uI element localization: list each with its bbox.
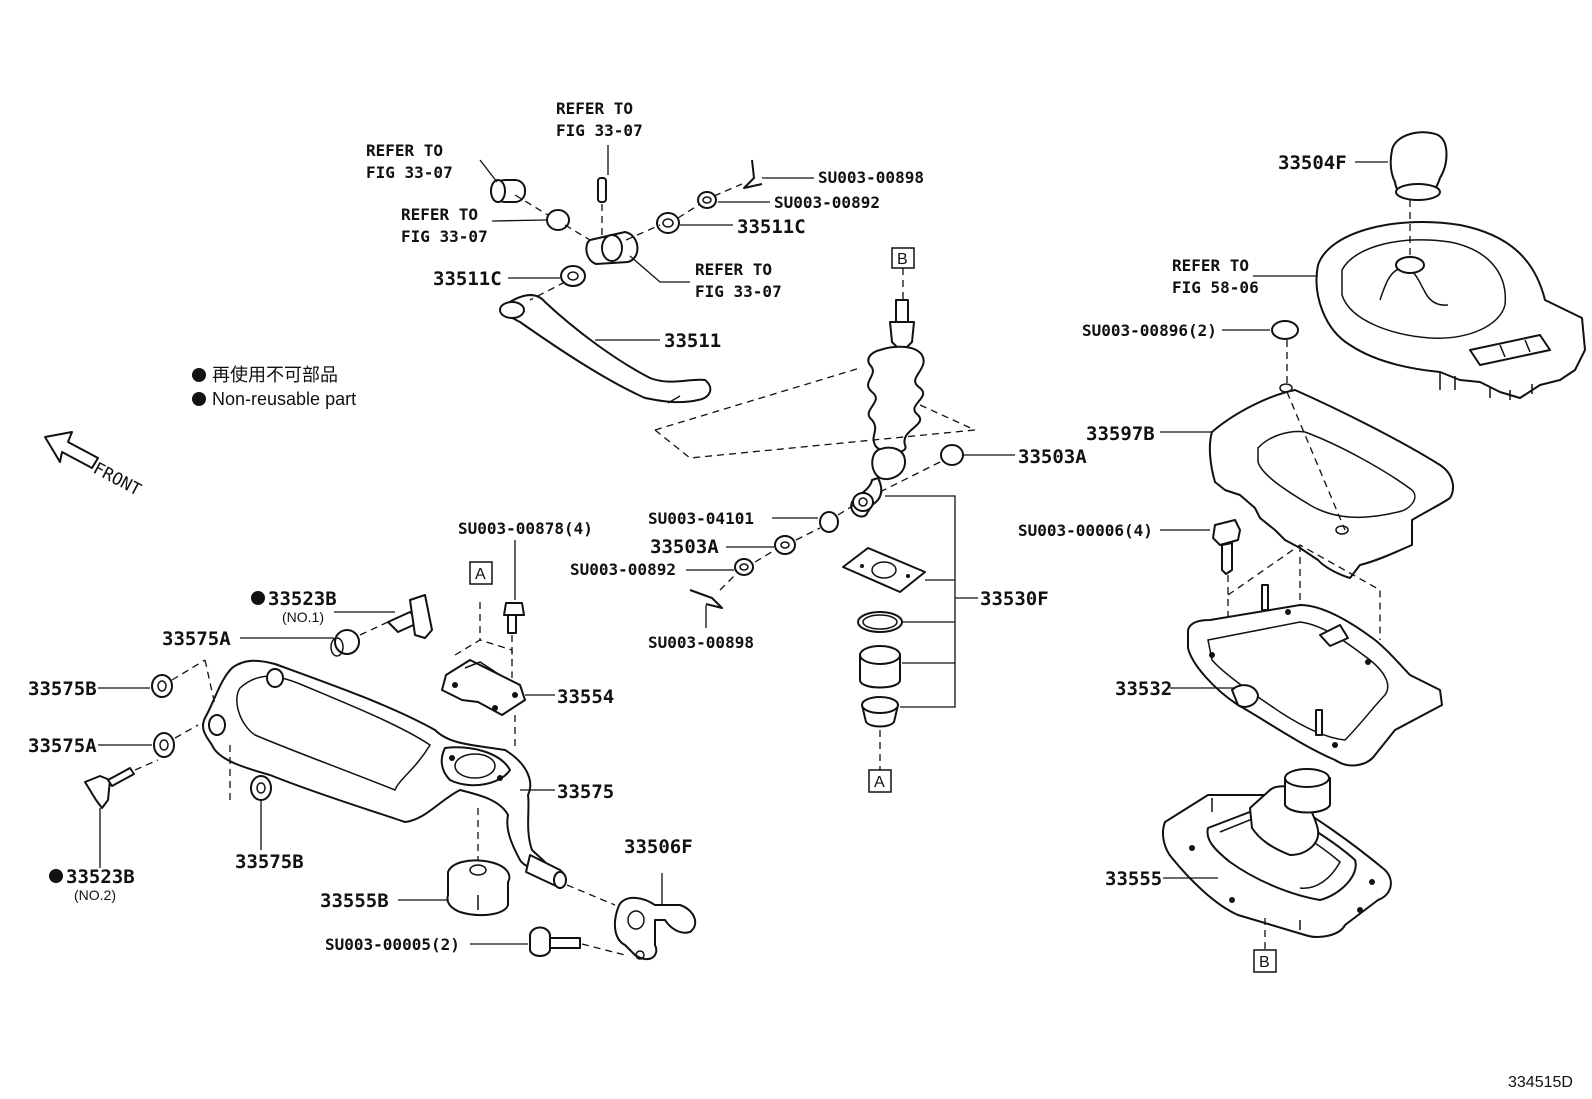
part-label-su00898-mid: SU003-00898 (648, 633, 754, 652)
marker-b-bottom-label: B (1259, 954, 1270, 971)
part-label-33523B-top: 33523B (268, 588, 337, 610)
part-label-su00896: SU003-00896(2) (1082, 321, 1217, 340)
part-label-33575: 33575 (557, 781, 614, 803)
ref-label-c1: REFER TO (695, 260, 772, 279)
screw-00006 (1212, 519, 1241, 546)
bracket-33554 (441, 659, 526, 716)
pin-00898-mid (689, 589, 723, 609)
part-label-33503A-right: 33503A (1018, 446, 1087, 468)
marker-b-top-label: B (897, 251, 908, 268)
legend-ja: 再使用不可部品 (212, 365, 338, 385)
non-reusable-dot (192, 392, 206, 406)
shift-rod-33511 (502, 294, 712, 404)
part-label-su04101: SU003-04101 (648, 509, 754, 528)
marker-a-mid (868, 769, 892, 793)
part-label-33530F: 33530F (980, 588, 1049, 610)
part-label-33555: 33555 (1105, 868, 1162, 890)
frame-33532 (1187, 604, 1443, 767)
part-label-33554: 33554 (557, 686, 614, 708)
part-label-33511C-right: 33511C (737, 216, 806, 238)
front-arrow: FRONT (44, 431, 145, 501)
lever-tip (895, 299, 909, 323)
housing-group: A (84, 540, 697, 961)
part-label-33523B-bottom-sub: (NO.2) (74, 887, 116, 903)
bushing-33575A-top (334, 629, 360, 655)
part-label-su00892-mid: SU003-00892 (570, 560, 676, 579)
ref-label-b1: REFER TO (401, 205, 478, 224)
part-label-33504F: 33504F (1278, 152, 1347, 174)
shift-linkage-group (479, 145, 814, 404)
ref-label-5806-2: FIG 58-06 (1172, 278, 1259, 297)
gasket-plate (842, 547, 926, 593)
pin-00898 (743, 159, 763, 189)
marker-a-mid-label: A (874, 774, 885, 791)
non-reusable-dot (192, 368, 206, 382)
part-label-33523B-bottom: 33523B (66, 866, 135, 888)
pin-33523B-bottom (84, 775, 111, 809)
bolt-00005 (529, 926, 551, 957)
bushing-ref-b (546, 209, 570, 231)
mount-33555B (446, 859, 511, 917)
shift-lever (867, 345, 925, 454)
ref-label-5806-1: REFER TO (1172, 256, 1249, 275)
rod-end (499, 301, 525, 319)
washer-00892-mid (734, 558, 754, 576)
front-label: FRONT (90, 459, 145, 501)
part-label-33575B-left: 33575B (28, 678, 97, 700)
pin-ref-d (597, 177, 607, 203)
part-label-33511C-left: 33511C (433, 268, 502, 290)
bezel-33597B (1208, 389, 1454, 579)
part-label-33575B-bottom: 33575B (235, 851, 304, 873)
console-panel (1315, 220, 1586, 399)
legend-en: Non-reusable part (212, 389, 356, 409)
ref-label-c2: FIG 33-07 (695, 282, 782, 301)
part-label-33555B: 33555B (320, 890, 389, 912)
shift-lever-group: B A (654, 247, 1015, 793)
front-arrow-icon (44, 431, 99, 469)
non-reusable-dot-33523B-top (251, 591, 265, 605)
bushing-33511C-left (560, 265, 586, 287)
part-label-su00878: SU003-00878(4) (458, 519, 593, 538)
washer-00892 (697, 191, 717, 209)
bushing-33511C-right (656, 212, 680, 234)
bushing-33503A-mid (774, 535, 796, 555)
part-label-33523B-top-sub: (NO.1) (282, 609, 324, 625)
ref-label-a1: REFER TO (366, 141, 443, 160)
diagram-id: 334515D (1508, 1074, 1573, 1091)
marker-b-bottom (1253, 949, 1277, 973)
bushing-33575B-bottom (250, 775, 272, 801)
bushing-33575A-left (153, 732, 175, 758)
bushing-33575B-left (151, 674, 173, 698)
non-reusable-dot-33523B-bottom (49, 869, 63, 883)
part-label-33532: 33532 (1115, 678, 1172, 700)
part-label-su00892-top: SU003-00892 (774, 193, 880, 212)
legend: 再使用不可部品 Non-reusable part (192, 365, 356, 409)
ref-label-d2: FIG 33-07 (556, 121, 643, 140)
bolt-00878 (503, 602, 525, 616)
bracket-33506F (613, 896, 697, 961)
ref-label-a2: FIG 33-07 (366, 163, 453, 182)
part-label-33575A-left: 33575A (28, 735, 97, 757)
part-label-33575A-top: 33575A (162, 628, 231, 650)
part-label-su00005: SU003-00005(2) (325, 935, 460, 954)
part-label-33597B: 33597B (1086, 423, 1155, 445)
part-label-33503A-mid: 33503A (650, 536, 719, 558)
ref-label-d1: REFER TO (556, 99, 633, 118)
console-group: B (1160, 131, 1586, 973)
marker-a-left-label: A (475, 566, 486, 583)
ref-label-b2: FIG 33-07 (401, 227, 488, 246)
part-label-33506F: 33506F (624, 836, 693, 858)
part-label-su00006: SU003-00006(4) (1018, 521, 1153, 540)
part-label-su00898-top: SU003-00898 (818, 168, 924, 187)
marker-a-left (469, 561, 493, 585)
oring-04101 (819, 511, 839, 533)
bushing-33503A-right (940, 444, 964, 466)
part-label-33511: 33511 (664, 330, 721, 352)
plug-00896 (1271, 320, 1299, 340)
